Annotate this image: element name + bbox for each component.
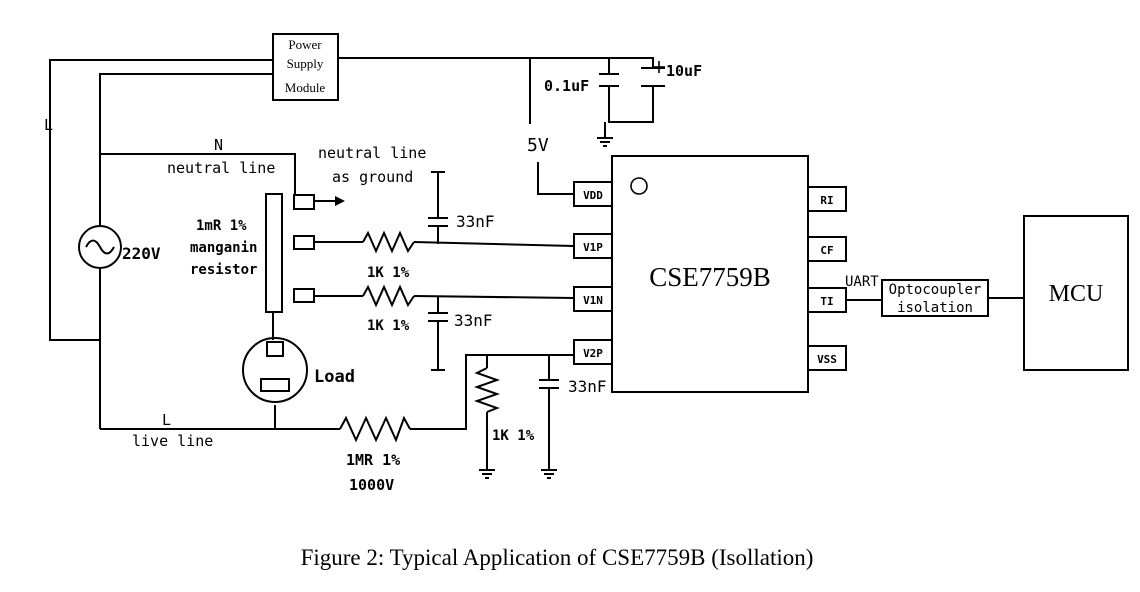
- label-vdd-5v: 5V: [527, 135, 549, 156]
- label-load: Load: [314, 367, 355, 387]
- capacitor-v1n: [428, 312, 448, 322]
- label-shunt-3: resistor: [190, 262, 257, 278]
- svg-text:Supply: Supply: [287, 56, 324, 71]
- capacitor-v1p: [428, 217, 448, 227]
- label-shunt-1: 1mR 1%: [196, 218, 247, 234]
- label-live-L: L: [162, 411, 171, 429]
- mcu-box: [1023, 215, 1129, 371]
- label-res-v1n: 1K 1%: [367, 318, 410, 334]
- optocoupler-box: [881, 279, 989, 317]
- label-res-divider-2: 1000V: [349, 476, 394, 494]
- chip-cse7759b: [573, 155, 847, 393]
- pin-vdd: VDD: [583, 189, 603, 202]
- label-res-v1p: 1K 1%: [367, 265, 410, 281]
- resistor-v2p: [473, 367, 501, 413]
- label-cap-v1p: 33nF: [456, 212, 495, 231]
- resistor-v1n: [362, 284, 415, 308]
- optocoupler-label-2: isolation: [897, 300, 973, 316]
- svg-text:Module: Module: [285, 80, 326, 95]
- pin-ti: TI: [820, 295, 833, 308]
- label-cap-v2p: 33nF: [568, 377, 607, 396]
- pin-v1p: V1P: [583, 241, 603, 254]
- pin-ri: RI: [820, 194, 833, 207]
- pin-cf: CF: [820, 244, 833, 257]
- label-shunt-2: manganin: [190, 240, 257, 256]
- power-supply-module: Power Supply Module: [272, 33, 339, 101]
- pin-vss: VSS: [817, 353, 837, 366]
- label-uart: UART: [845, 274, 879, 290]
- label-neutral-line: neutral line: [167, 159, 275, 177]
- capacitor-electrolytic: [641, 61, 665, 87]
- label-live-line: live line: [132, 432, 213, 450]
- capacitor-small: [599, 73, 619, 87]
- mcu-label: MCU: [1049, 281, 1104, 307]
- pin-v2p: V2P: [583, 347, 603, 360]
- figure-caption: Figure 2: Typical Application of CSE7759…: [301, 545, 814, 570]
- wires: [49, 57, 1024, 470]
- label-cap-big: 10uF: [666, 62, 702, 80]
- load-circle: [242, 337, 308, 403]
- svg-text:Power: Power: [288, 37, 322, 52]
- label-cap-v1n: 33nF: [454, 311, 493, 330]
- capacitor-v2p: [539, 379, 559, 389]
- label-neutral-ground-2: as ground: [332, 168, 413, 186]
- label-voltage-source: 220V: [122, 244, 161, 263]
- shunt-resistor: [265, 193, 315, 313]
- pin-v1n: V1N: [583, 294, 603, 307]
- label-N: N: [214, 136, 223, 154]
- label-neutral-ground-1: neutral line: [318, 144, 426, 162]
- ac-source: [78, 225, 122, 269]
- ground-symbols: [335, 137, 613, 479]
- label-res-v2p: 1K 1%: [492, 428, 535, 444]
- resistor-divider: [339, 415, 411, 443]
- label-L-left: L: [44, 116, 53, 134]
- optocoupler-label-1: Optocoupler: [889, 282, 982, 298]
- label-res-divider-1: 1MR 1%: [346, 451, 400, 469]
- label-cap-small: 0.1uF: [544, 77, 589, 95]
- resistor-v1p: [362, 230, 415, 254]
- chip-name: CSE7759B: [649, 262, 771, 292]
